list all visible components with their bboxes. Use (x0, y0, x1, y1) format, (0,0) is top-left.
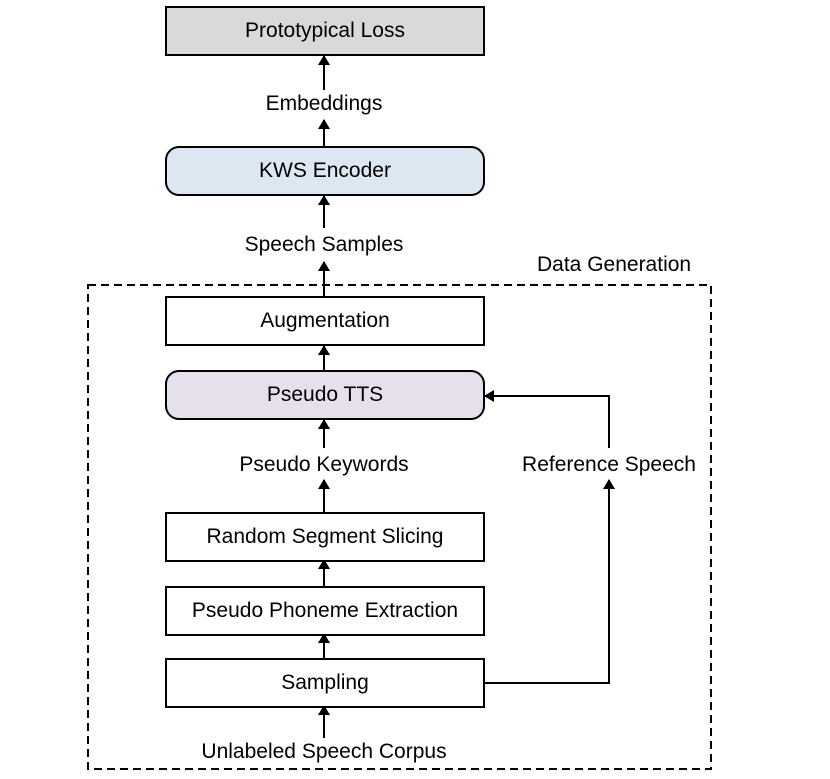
augmentation-box: Augmentation (165, 296, 485, 346)
arrow-reference-to-tts (484, 390, 610, 448)
data-generation-group (87, 284, 712, 770)
embeddings-label: Embeddings (265, 92, 383, 115)
data-generation-label: Data Generation (537, 253, 692, 276)
prototypical-loss-box: Prototypical Loss (165, 6, 485, 56)
random-segment-slicing-box: Random Segment Slicing (165, 512, 485, 562)
pseudo-keywords-label: Pseudo Keywords (239, 453, 409, 476)
unlabeled-speech-corpus-label: Unlabeled Speech Corpus (201, 740, 447, 763)
sampling-box: Sampling (165, 658, 485, 708)
arrow-sampling-to-reference (484, 479, 615, 684)
reference-speech-label: Reference Speech (522, 453, 696, 476)
kws-encoder-box: KWS Encoder (165, 146, 485, 196)
pseudo-tts-box: Pseudo TTS (165, 370, 485, 420)
speech-samples-label: Speech Samples (244, 233, 404, 256)
pseudo-phoneme-extraction-box: Pseudo Phoneme Extraction (165, 586, 485, 636)
